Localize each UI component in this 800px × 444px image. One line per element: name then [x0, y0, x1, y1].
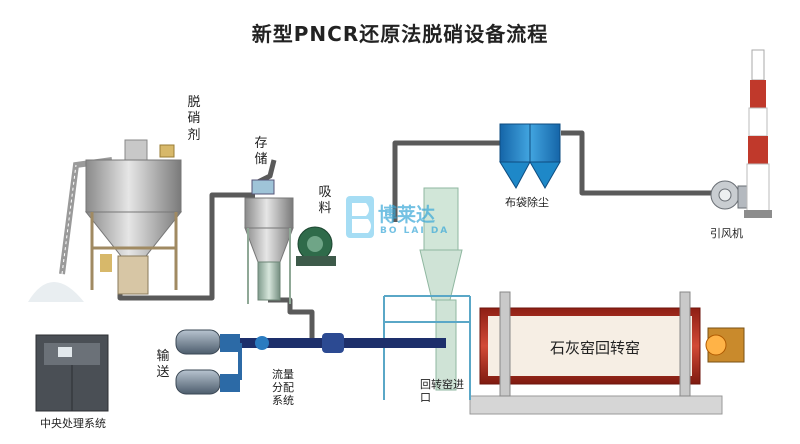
- watermark-text: 博莱达: [378, 204, 436, 226]
- pipe-storage-to-feed: [268, 297, 315, 345]
- label-denitration-agent: 脱硝剂: [187, 95, 201, 143]
- label-storage: 存储: [254, 136, 268, 168]
- label-rotary-kiln: 石灰窑回转窑: [546, 337, 645, 358]
- suction-blower: [296, 226, 336, 266]
- conveying-pumps: [175, 329, 242, 395]
- label-induced-fan: 引风机: [710, 227, 743, 240]
- control-cabinet: [35, 334, 109, 412]
- diagram-title: 新型PNCR还原法脱硝设备流程: [251, 22, 549, 46]
- injection-duct: [226, 333, 446, 353]
- label-kiln-inlet: 回转窑进口: [420, 378, 464, 405]
- chimney: [744, 49, 772, 218]
- watermark-subtext: BO LAI DA: [380, 226, 450, 236]
- kiln-foundation: [469, 395, 723, 415]
- pipe-kiln-hood-to-filter: [392, 140, 503, 222]
- label-suction: 吸料: [318, 185, 332, 217]
- induced-fan: [710, 180, 753, 210]
- label-central-control: 中央处理系统: [40, 417, 106, 430]
- watermark-logo-mark: [346, 196, 374, 238]
- powder-pile: [28, 282, 84, 302]
- pipe-agent-to-storage: [117, 192, 255, 301]
- pipe-filter-to-fan: [561, 130, 720, 196]
- agent-silo: [28, 139, 183, 302]
- label-bag-filter: 布袋除尘: [505, 196, 549, 209]
- label-flow-distribution: 流量分配系统: [272, 368, 294, 408]
- label-conveying: 输送: [156, 349, 170, 381]
- bag-filter: [499, 123, 561, 190]
- storage-silo: [244, 179, 294, 304]
